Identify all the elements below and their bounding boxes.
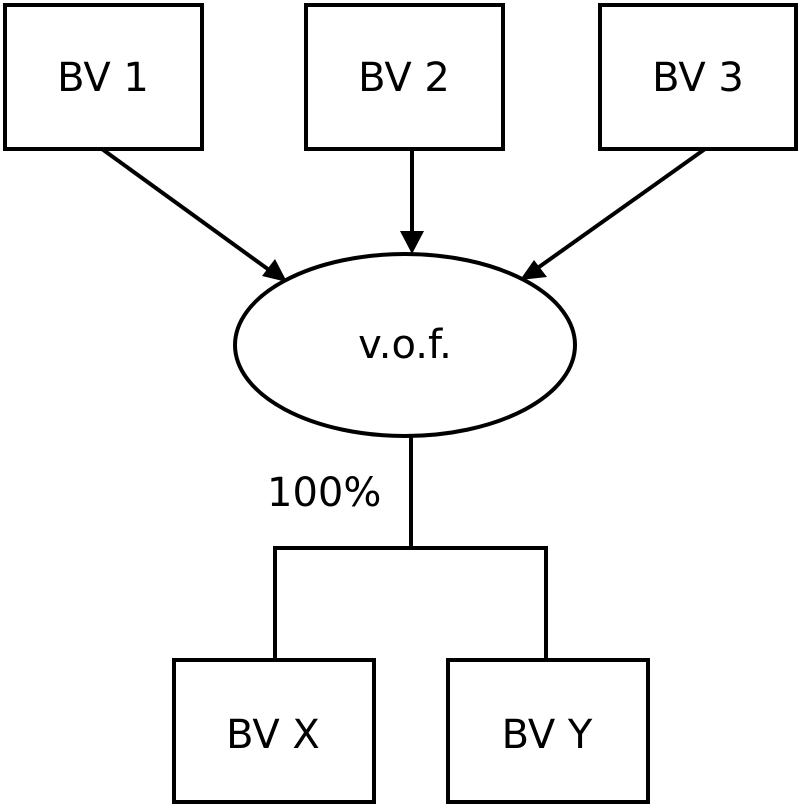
- connector-branch: [273, 546, 548, 660]
- node-bvx: BV X: [172, 658, 376, 804]
- arrowhead-bv1: [262, 259, 287, 282]
- arrow-bv1-to-vof: [100, 147, 278, 277]
- node-vof-label: v.o.f.: [358, 322, 452, 368]
- node-bv2-label: BV 2: [358, 55, 450, 101]
- node-bv2: BV 2: [304, 3, 505, 151]
- node-bv1: BV 1: [3, 3, 204, 151]
- arrow-bv3-to-vof: [530, 147, 707, 274]
- arrowhead-bv2: [400, 231, 424, 254]
- arrowhead-bv3: [520, 260, 547, 280]
- node-bv1-label: BV 1: [57, 55, 149, 101]
- node-bv3: BV 3: [598, 3, 798, 151]
- node-bvx-label: BV X: [226, 712, 320, 758]
- ownership-percentage-label: 100%: [267, 470, 381, 516]
- node-bv3-label: BV 3: [652, 55, 744, 101]
- node-vof: v.o.f.: [233, 252, 577, 438]
- node-bvy-label: BV Y: [502, 712, 593, 758]
- node-bvy: BV Y: [446, 658, 650, 804]
